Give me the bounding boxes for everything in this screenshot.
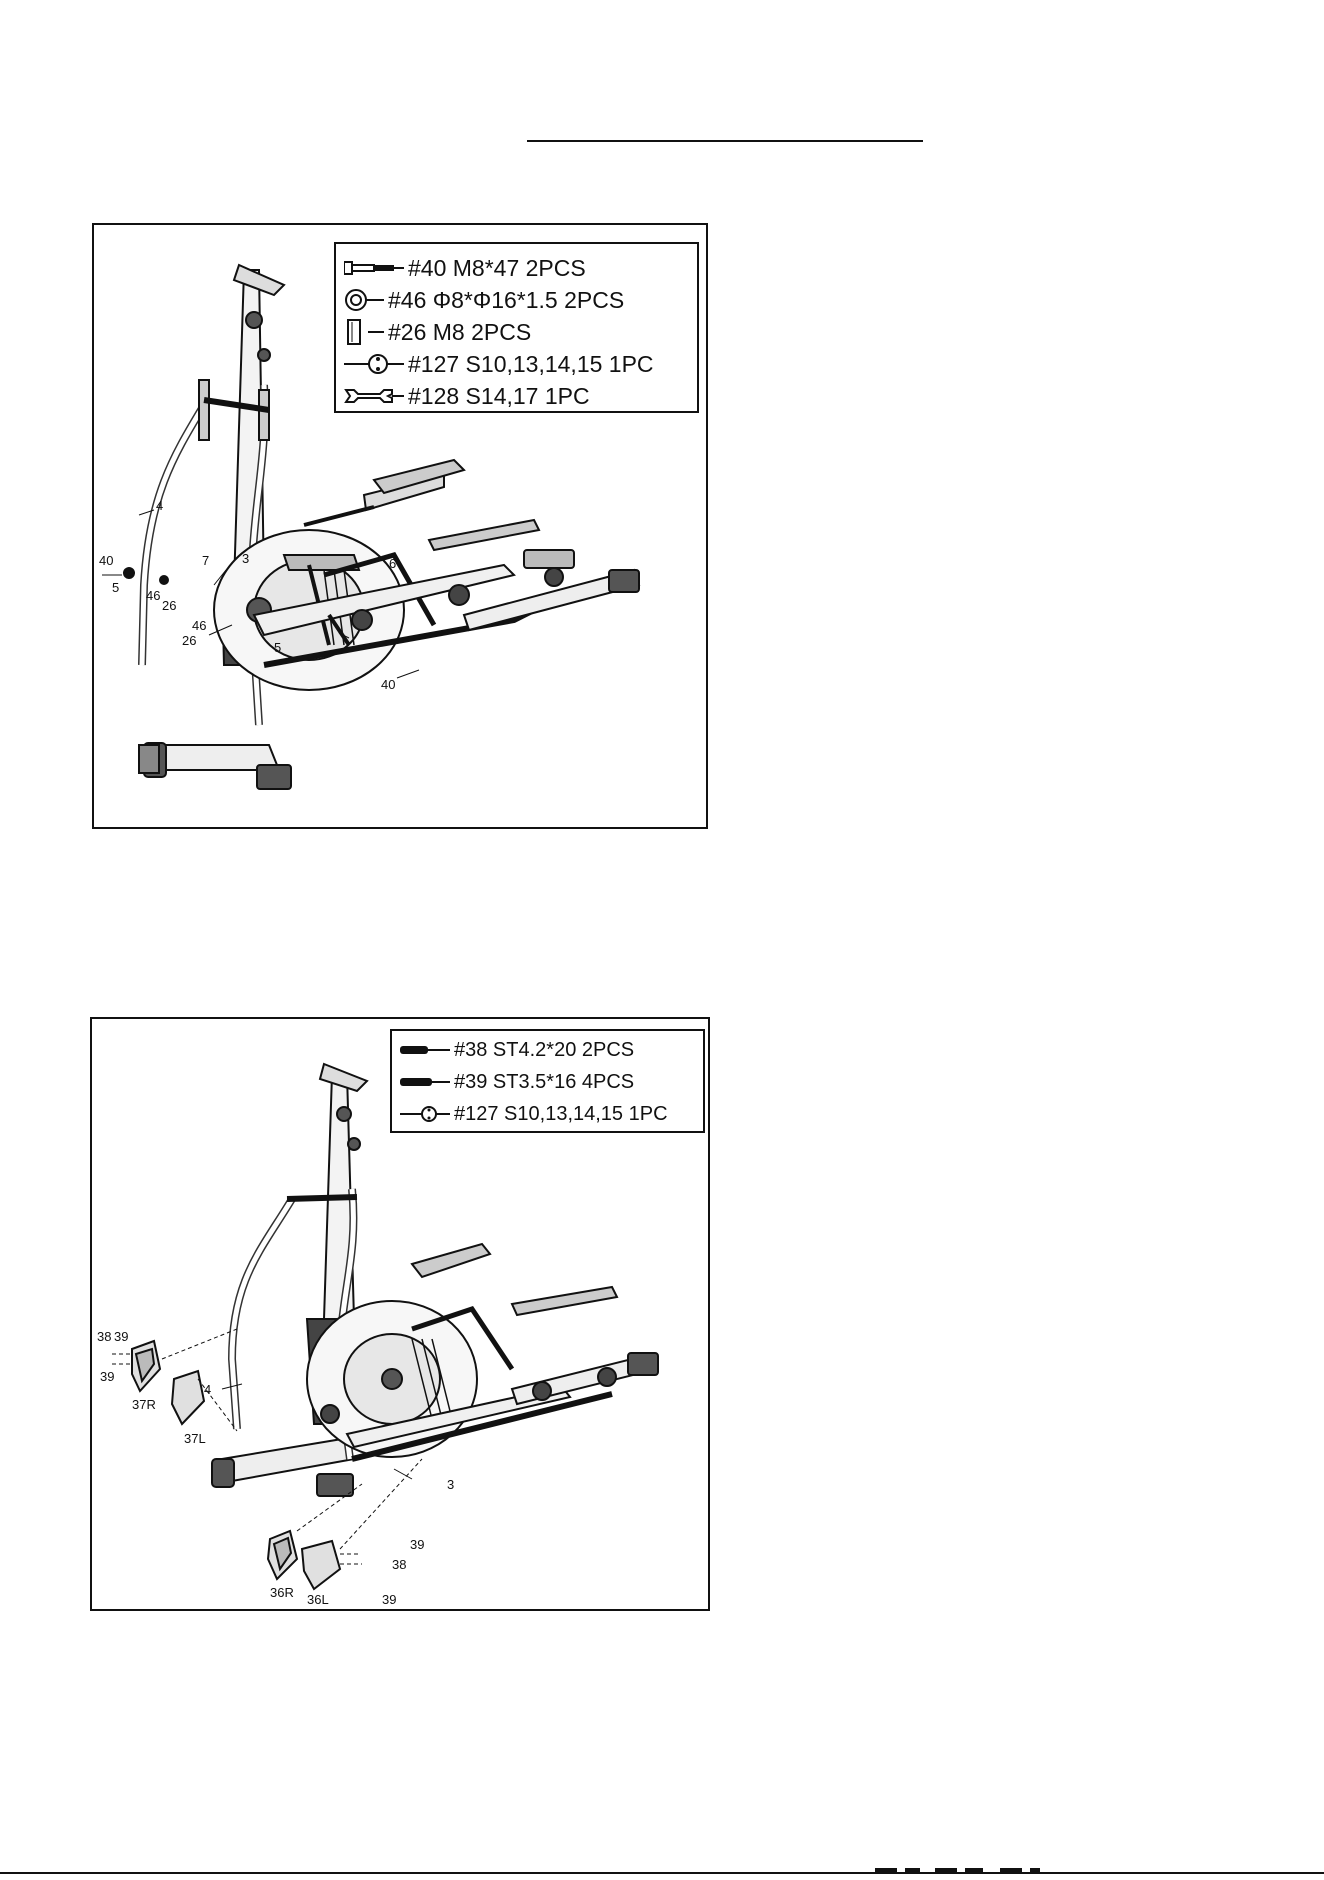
callout-38b: 38 bbox=[392, 1557, 406, 1572]
legend-row: #128 S14,17 1PC bbox=[344, 380, 693, 412]
legend-label: #128 S14,17 1PC bbox=[408, 383, 590, 410]
callout-39: 39 bbox=[114, 1329, 128, 1344]
title-underline bbox=[527, 140, 923, 142]
callout-4: 4 bbox=[156, 498, 163, 513]
legend-row: #127 S10,13,14,15 1PC bbox=[400, 1099, 699, 1129]
nut-icon bbox=[344, 319, 384, 345]
legend-row: #26 M8 2PCS bbox=[344, 316, 693, 348]
callout-40: 40 bbox=[99, 553, 113, 568]
multi-socket-wrench-icon bbox=[400, 1104, 450, 1124]
callout-26b: 26 bbox=[182, 633, 196, 648]
callout-39b: 39 bbox=[100, 1369, 114, 1384]
assembly-figure-2: 4 38 39 39 37R 37L 3 39 38 36R 36L 39 #3… bbox=[90, 1017, 710, 1611]
legend-label: #127 S10,13,14,15 1PC bbox=[454, 1103, 668, 1126]
legend-row: #39 ST3.5*16 4PCS bbox=[400, 1067, 699, 1097]
callout-6: 6 bbox=[389, 556, 396, 571]
legend-label: #46 Φ8*Φ16*1.5 2PCS bbox=[388, 287, 624, 314]
callout-38: 38 bbox=[97, 1329, 111, 1344]
callout-36L: 36L bbox=[307, 1592, 329, 1607]
legend-label: #127 S10,13,14,15 1PC bbox=[408, 351, 654, 378]
open-wrench-icon bbox=[344, 384, 404, 408]
assembly-figure-1: 4 40 5 46 26 7 3 46 26 5 6 40 #40 M8*47 … bbox=[92, 223, 708, 829]
callout-26: 26 bbox=[162, 598, 176, 613]
callout-39d: 39 bbox=[382, 1592, 396, 1607]
callout-3: 3 bbox=[447, 1477, 454, 1492]
legend-label: #26 M8 2PCS bbox=[388, 319, 531, 346]
callout-46b: 46 bbox=[192, 618, 206, 633]
bolt-icon bbox=[344, 261, 404, 275]
legend-label: #38 ST4.2*20 2PCS bbox=[454, 1039, 634, 1062]
callout-7: 7 bbox=[202, 553, 209, 568]
page-bottom-edge bbox=[0, 1862, 1324, 1872]
callout-40b: 40 bbox=[381, 677, 395, 692]
screw-icon bbox=[400, 1076, 450, 1088]
multi-socket-wrench-icon bbox=[344, 352, 404, 376]
legend-row: #46 Φ8*Φ16*1.5 2PCS bbox=[344, 284, 693, 316]
washer-icon bbox=[344, 288, 384, 312]
screw-icon bbox=[400, 1044, 450, 1056]
legend-row: #40 M8*47 2PCS bbox=[344, 252, 693, 284]
legend-row: #127 S10,13,14,15 1PC bbox=[344, 348, 693, 380]
legend-label: #40 M8*47 2PCS bbox=[408, 255, 586, 282]
hardware-legend-1: #40 M8*47 2PCS #46 Φ8*Φ16*1.5 2PCS #26 M… bbox=[334, 242, 699, 413]
callout-36R: 36R bbox=[270, 1585, 294, 1600]
legend-row: #38 ST4.2*20 2PCS bbox=[400, 1035, 699, 1065]
callout-3: 3 bbox=[242, 551, 249, 566]
callout-37R: 37R bbox=[132, 1397, 156, 1412]
hardware-legend-2: #38 ST4.2*20 2PCS #39 ST3.5*16 4PCS #127… bbox=[390, 1029, 705, 1133]
callout-46: 46 bbox=[146, 588, 160, 603]
legend-label: #39 ST3.5*16 4PCS bbox=[454, 1071, 634, 1094]
callout-5b: 5 bbox=[274, 640, 281, 655]
callout-5: 5 bbox=[112, 580, 119, 595]
callout-39c: 39 bbox=[410, 1537, 424, 1552]
callout-37L: 37L bbox=[184, 1431, 206, 1446]
callout-4: 4 bbox=[204, 1382, 211, 1397]
